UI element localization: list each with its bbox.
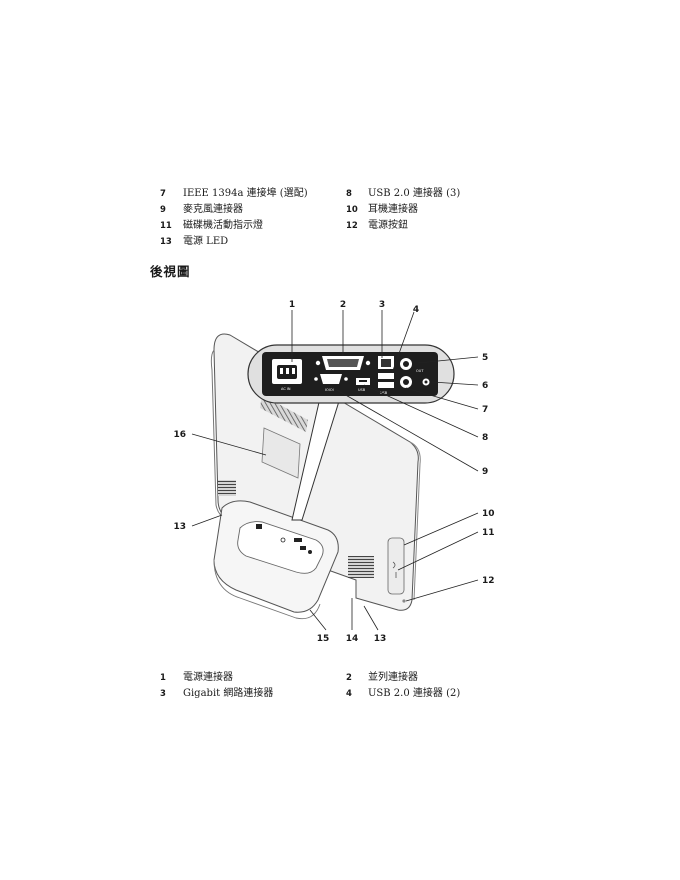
callout-number: 8 (482, 433, 488, 443)
callout-number: 10 (482, 509, 495, 519)
dual-usb-label: USB (380, 391, 388, 395)
legend-row: 7 IEEE 1394a 連接埠 (選配) 8 USB 2.0 連接器 (3) (0, 186, 680, 202)
leader-lines (191, 310, 479, 631)
power-label: AC IN (281, 387, 291, 391)
callout-number: 13 (173, 522, 186, 532)
legend-text: 磁碟機活動指示燈 (183, 220, 263, 231)
legend-number: 2 (346, 673, 352, 683)
serial-connector: IOIOI (314, 374, 348, 392)
callout-number: 1 (289, 300, 295, 310)
side-panel (387, 537, 405, 595)
legend-text: 麥克風連接器 (183, 204, 243, 215)
legend-number: 13 (160, 237, 172, 247)
legend-text: 電源按鈕 (368, 220, 408, 231)
stand-port-icon (280, 537, 286, 543)
callout-number: 2 (340, 300, 346, 310)
legend-text: USB 2.0 連接器 (2) (368, 688, 461, 699)
callout-number: 16 (173, 430, 186, 440)
callout-number: 5 (482, 353, 488, 363)
callout-number: 6 (482, 381, 488, 391)
legend-row: 1 電源連接器 2 並列連接器 (0, 670, 680, 686)
legend-text: 電源連接器 (183, 672, 233, 683)
legend-text: 耳機連接器 (368, 204, 418, 215)
legend-text: USB 2.0 連接器 (3) (368, 188, 461, 199)
legend-number: 3 (160, 689, 166, 699)
stand-port-icon (256, 524, 262, 529)
legend-text: 並列連接器 (368, 672, 418, 683)
serial-label: IOIOI (325, 388, 334, 392)
usb-label: USB (358, 388, 366, 392)
legend-top: 7 IEEE 1394a 連接埠 (選配) 8 USB 2.0 連接器 (3) … (0, 186, 680, 250)
top-vent (260, 395, 308, 432)
network-connector (378, 356, 394, 369)
usb-connector: USB (356, 378, 370, 392)
stand-port-icon (300, 546, 306, 550)
legend-text: IEEE 1394a 連接埠 (選配) (183, 188, 308, 199)
stand (213, 500, 339, 620)
callout-number: 13 (374, 634, 387, 644)
legend-number: 7 (160, 189, 166, 199)
legend-number: 12 (346, 221, 358, 231)
legend-number: 11 (160, 221, 172, 231)
legend-text: 電源 LED (183, 236, 229, 247)
callout-number: 7 (482, 405, 488, 415)
callout-number: 3 (379, 300, 385, 310)
callout-number: 15 (317, 634, 330, 644)
power-connector: AC IN (272, 359, 302, 391)
audio-connectors: OUT (400, 358, 430, 388)
callout-number: 4 (413, 305, 419, 315)
legend-number: 9 (160, 205, 166, 215)
legend-number: 8 (346, 189, 352, 199)
legend-row: 13 電源 LED (0, 234, 680, 250)
parallel-connector (315, 356, 371, 370)
legend-number: 1 (160, 673, 166, 683)
legend-row: 3 Gigabit 網路連接器 4 USB 2.0 連接器 (2) (0, 686, 680, 702)
callout-number: 11 (482, 528, 495, 538)
section-heading: 後視圖 (150, 264, 191, 279)
legend-text: Gigabit 網路連接器 (183, 688, 274, 699)
legend-row: 11 磁碟機活動指示燈 12 電源按鈕 (0, 218, 680, 234)
lower-vent (348, 556, 374, 578)
stand-port-icon (308, 550, 312, 554)
cover-plate (261, 427, 301, 479)
legend-bottom: 1 電源連接器 2 並列連接器 3 Gigabit 網路連接器 4 USB 2.… (0, 670, 680, 702)
legend-number: 4 (346, 689, 352, 699)
usb-side-icon (392, 561, 397, 578)
legend-number: 10 (346, 205, 358, 215)
power-button (402, 599, 406, 603)
callout-number: 12 (482, 576, 495, 586)
side-vent-left (218, 480, 236, 496)
legend-row: 9 麥克風連接器 10 耳機連接器 (0, 202, 680, 218)
callout-number: 9 (482, 467, 488, 477)
dual-usb-connector: USB (378, 373, 394, 395)
stand-port-icon (294, 538, 302, 542)
audio-label: OUT (416, 369, 424, 373)
callout-number: 14 (346, 634, 359, 644)
